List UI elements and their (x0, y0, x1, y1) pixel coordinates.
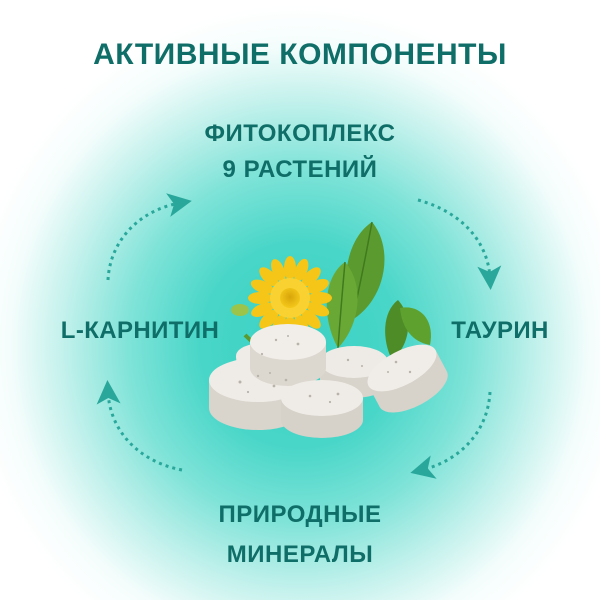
cycle-arrow-icon (410, 391, 492, 479)
tablet-icon (367, 344, 448, 413)
component-taurine: ТАУРИН (451, 317, 549, 344)
component-minerals-line-1: ПРИРОДНЫЕ (218, 501, 382, 528)
tablet-icon (281, 380, 363, 438)
page-title: АКТИВНЫЕ КОМПОНЕНТЫ (93, 38, 507, 71)
cycle-arrow-icon (417, 198, 502, 290)
component-minerals-line-2: МИНЕРАЛЫ (226, 541, 374, 568)
component-minerals: ПРИРОДНЫЕ МИНЕРАЛЫ (150, 495, 450, 575)
component-phytocomplex-line-2: 9 РАСТЕНИЙ (222, 156, 378, 183)
component-phytocomplex-line-1: ФИТОКОПЛЕКС (204, 120, 396, 147)
cycle-arrow-icon (106, 193, 192, 281)
tablet-icon (250, 324, 326, 386)
flower-bud-icon (231, 304, 249, 316)
component-phytocomplex: ФИТОКОПЛЕКС 9 РАСТЕНИЙ (150, 116, 450, 188)
leaf-icon (400, 307, 431, 345)
leaf-icon (326, 261, 358, 349)
component-l-carnitine: L-КАРНИТИН (60, 317, 220, 344)
tablet-speckles (238, 335, 412, 404)
cycle-arrow-icon (96, 380, 183, 472)
